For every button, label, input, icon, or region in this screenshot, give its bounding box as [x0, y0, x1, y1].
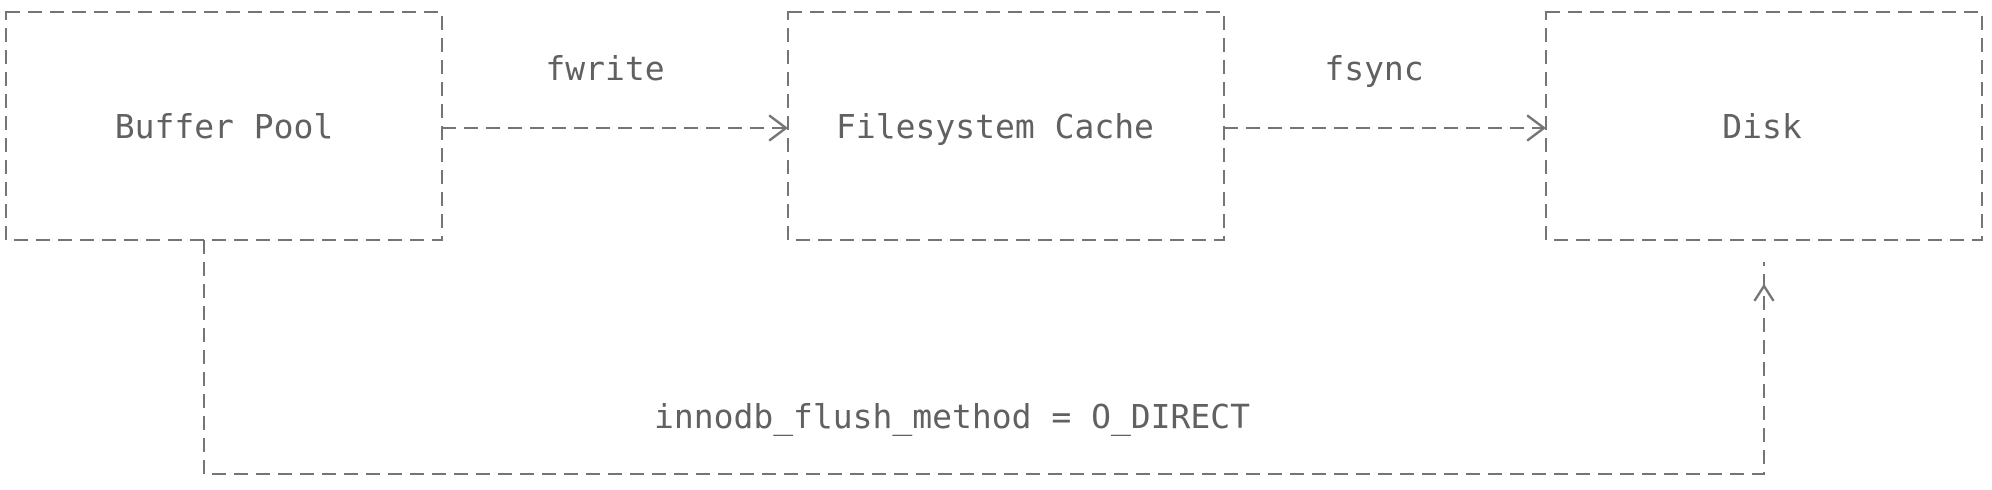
fwrite-label: fwrite	[545, 49, 664, 88]
fsync-label: fsync	[1324, 49, 1423, 88]
buffer-pool-label: Buffer Pool	[115, 107, 334, 146]
filesystem-cache-label: Filesystem Cache	[836, 107, 1154, 146]
edge-fsync: fsync	[1224, 49, 1546, 142]
o-direct-label: innodb_flush_method = O_DIRECT	[654, 397, 1250, 437]
node-disk: Disk	[1545, 11, 1983, 241]
edge-o-direct: innodb_flush_method = O_DIRECT	[203, 240, 1775, 475]
edge-fwrite: fwrite	[442, 49, 788, 142]
node-filesystem-cache: Filesystem Cache	[787, 11, 1225, 241]
disk-label: Disk	[1722, 107, 1802, 146]
node-buffer-pool: Buffer Pool	[5, 11, 443, 241]
